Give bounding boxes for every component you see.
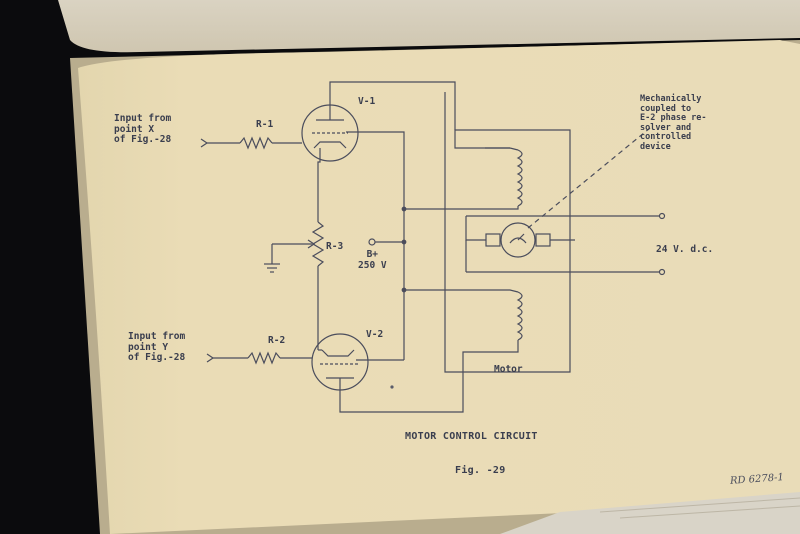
r1-label: R-1 xyxy=(256,119,274,130)
r2-label: R-2 xyxy=(268,335,286,346)
figure-number: Fig. -29 xyxy=(455,465,506,476)
motor-label: Motor xyxy=(494,364,523,375)
dc-supply-label: 24 V. d.c. xyxy=(656,244,714,255)
supply-label: B+ 250 V xyxy=(358,249,387,271)
winding-upper xyxy=(516,149,523,207)
resistor-r2 xyxy=(247,351,281,365)
v1-label: V-1 xyxy=(358,96,376,107)
r3-label: R-3 xyxy=(326,241,344,252)
figure-title: MOTOR CONTROL CIRCUIT xyxy=(405,431,538,442)
dc-terminal-top xyxy=(658,212,666,220)
motor-frame xyxy=(444,92,571,373)
coupling-note: Mechanically coupled to E-2 phase re- so… xyxy=(640,94,707,152)
circuit-diagram xyxy=(200,81,666,413)
v2-label: V-2 xyxy=(366,329,384,340)
input-x-label: Input from point X of Fig.-28 xyxy=(114,113,172,145)
winding-lower xyxy=(516,291,523,341)
page-sheet xyxy=(78,40,800,534)
dc-terminal-bottom xyxy=(658,268,666,276)
input-y-label: Input from point Y of Fig.-28 xyxy=(128,331,186,363)
motor-armature xyxy=(500,222,536,258)
page-edges xyxy=(500,492,800,534)
upper-page xyxy=(58,0,800,53)
resistor-r1 xyxy=(239,136,273,150)
